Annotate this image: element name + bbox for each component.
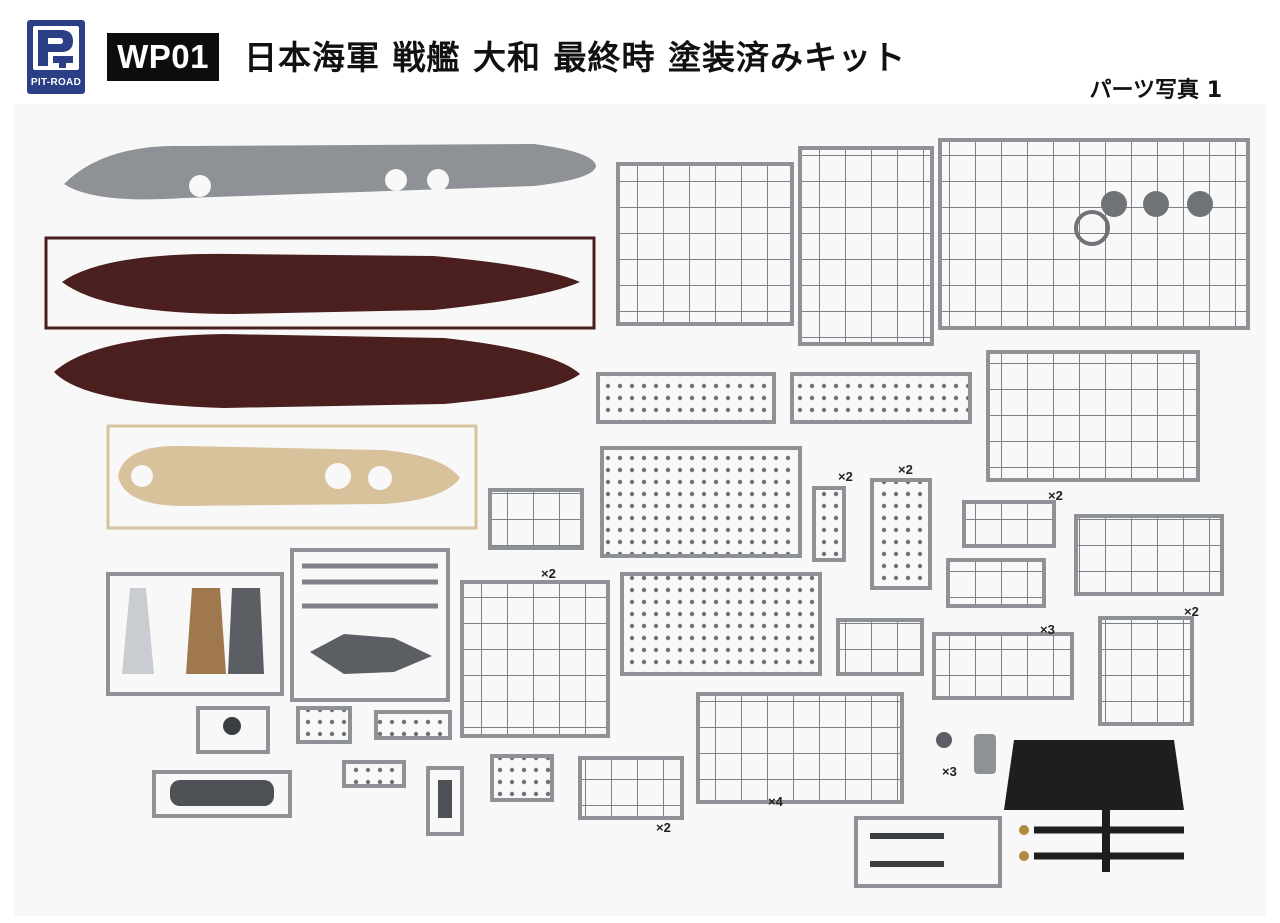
display-stand-base bbox=[1004, 740, 1184, 810]
multiplier-label: ×2 bbox=[838, 469, 853, 484]
multiplier-label: ×2 bbox=[898, 462, 913, 477]
bridge-part bbox=[310, 634, 432, 674]
logo-mark-icon bbox=[33, 26, 79, 70]
upper-hull-part bbox=[54, 334, 580, 408]
deck-sprue-frame bbox=[106, 424, 478, 530]
upper-deck-part bbox=[64, 144, 596, 200]
lower-hull-part bbox=[62, 253, 580, 314]
hull-sprue-frame bbox=[44, 236, 596, 330]
multiplier-label: ×2 bbox=[1048, 488, 1063, 503]
multiplier-label: ×2 bbox=[656, 820, 671, 835]
logo-brand-text: PIT-ROAD bbox=[30, 77, 82, 88]
parts-illustration bbox=[44, 138, 1250, 888]
multiplier-label: ×3 bbox=[1040, 622, 1055, 637]
multiplier-label: ×2 bbox=[1184, 604, 1199, 619]
parts-photo: ×2 ×2 ×2 ×2 ×3 ×2 ×3 ×4 ×2 bbox=[14, 104, 1266, 916]
multiplier-label: ×4 bbox=[768, 794, 783, 809]
deck-part bbox=[118, 445, 460, 506]
page-title: 日本海軍 戦艦 大和 最終時 塗装済みキット bbox=[244, 38, 906, 77]
pit-road-logo: PIT-ROAD bbox=[27, 20, 85, 94]
page-header: PIT-ROAD WP01 日本海軍 戦艦 大和 最終時 塗装済みキット パーツ… bbox=[0, 0, 1280, 104]
product-code-badge: WP01 bbox=[107, 33, 219, 81]
multiplier-label: ×2 bbox=[541, 566, 556, 581]
page-subtitle: パーツ写真 1 bbox=[1089, 78, 1222, 103]
multiplier-label: ×3 bbox=[942, 764, 957, 779]
